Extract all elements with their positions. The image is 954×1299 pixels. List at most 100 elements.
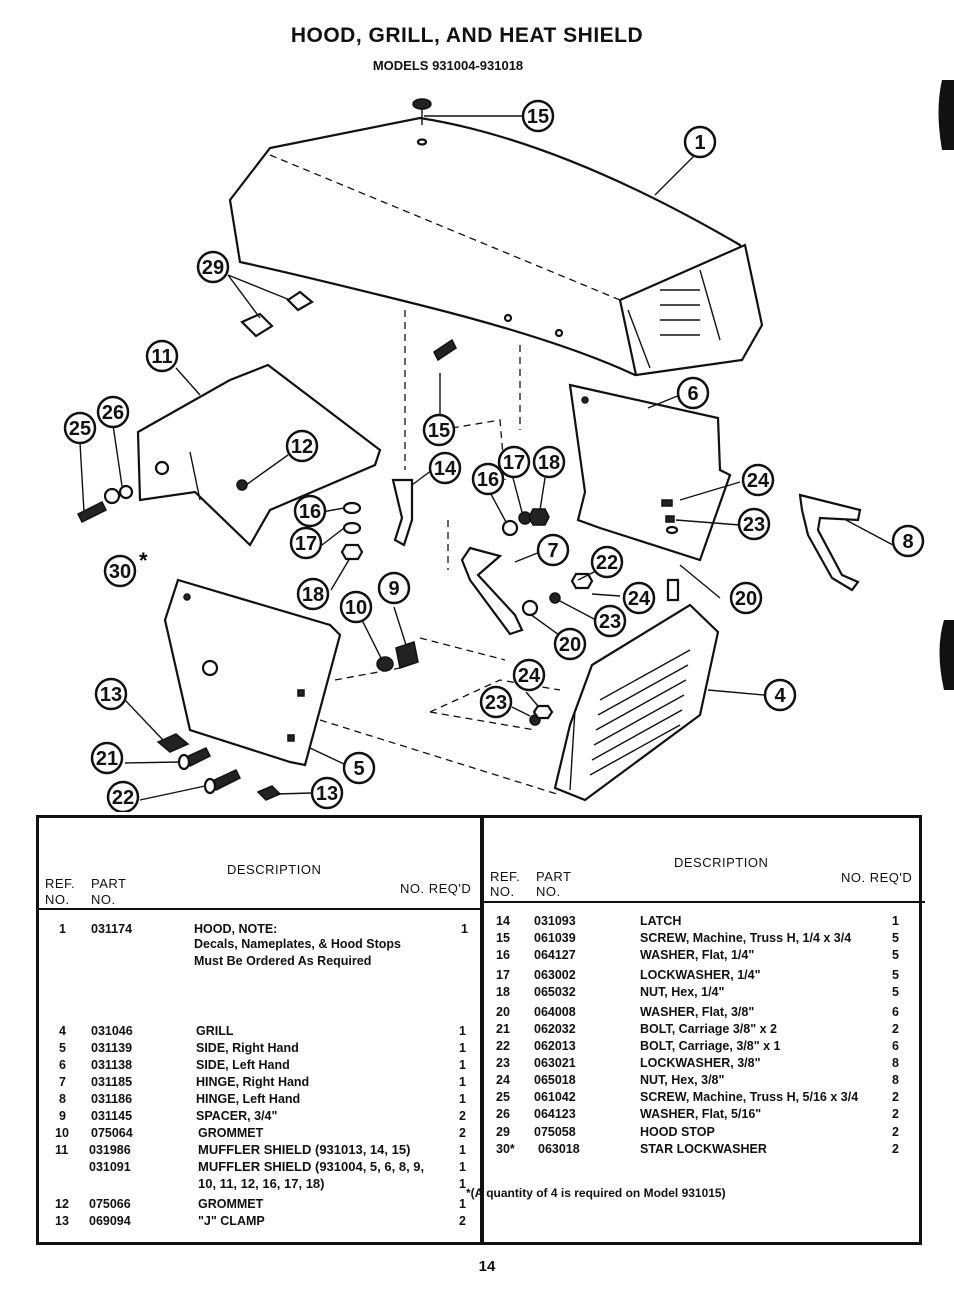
right-header-ref: REF. [490,869,521,884]
screw-part [76,500,108,524]
washer-part [118,484,134,500]
star-lockwasher-part [103,487,121,505]
callout-23c: 23 [479,685,513,719]
callout-18b: 18 [296,577,330,611]
leader-line [79,115,894,801]
page-number: 14 [478,1258,496,1275]
callout-15: 15 [521,99,555,133]
callout-21: 21 [90,741,124,775]
right-hinge-part [460,546,524,636]
callout-22: 22 [590,545,624,579]
svg-text:23: 23 [599,611,621,633]
carriage-bolt-head [203,777,217,795]
svg-text:18: 18 [302,584,324,606]
callout-24b: 24 [622,581,656,615]
svg-text:16: 16 [299,501,321,523]
svg-text:23: 23 [485,692,507,714]
right-header-rule [484,901,925,903]
callout-1: 1 [683,125,717,159]
right-header-qty: NO. REQ'D [841,870,913,885]
callout-13: 13 [94,677,128,711]
callout-23: 23 [737,507,771,541]
callout-17: 17 [497,445,531,479]
svg-text:15: 15 [527,106,549,128]
svg-text:26: 26 [102,402,124,424]
washer-part [501,519,519,537]
callout-25: 25 [63,411,97,445]
left-header-description: DESCRIPTION [227,862,322,877]
binder-hole-mark [938,80,954,150]
nut-part [528,508,550,526]
callout-15b: 15 [422,413,456,447]
left-hinge-part [798,493,862,592]
svg-text:20: 20 [559,634,581,656]
j-clamp-part [156,733,190,753]
svg-text:20: 20 [735,588,757,610]
hood-stop-part [286,290,314,312]
j-clamp-part [256,785,282,801]
svg-text:10: 10 [345,597,367,619]
binder-hole-mark [939,620,954,690]
svg-text:14: 14 [434,458,457,480]
svg-text:8: 8 [902,531,913,553]
left-header-ref-no: NO. [45,892,70,907]
svg-text:25: 25 [69,418,91,440]
left-header-part-no: NO. [91,892,116,907]
right-header-description: DESCRIPTION [674,855,769,870]
callout-7: 7 [536,533,570,567]
callout-5: 5 [342,751,376,785]
svg-text:13: 13 [100,684,122,706]
svg-text:1: 1 [694,132,705,154]
callout-16: 16 [471,462,505,496]
callout-30: 30 [103,554,137,588]
lockwasher-part [342,521,362,535]
left-header-qty: NO. REQ'D [400,881,472,896]
svg-text:17: 17 [503,452,525,474]
callout-13b: 13 [310,776,344,810]
svg-text:6: 6 [687,383,698,405]
svg-text:22: 22 [596,552,618,574]
latch-part [391,478,414,547]
nut-part [570,572,594,590]
callout-4: 4 [763,678,797,712]
table-footnote: *(A quantity of 4 is required on Model 9… [466,1186,726,1200]
washer-part [342,501,362,515]
svg-text:21: 21 [96,748,118,770]
svg-text:29: 29 [202,257,224,279]
washer-part [521,599,539,617]
left-side-part [568,383,732,562]
carriage-bolt-head [177,753,191,771]
callout-14: 14 [428,451,462,485]
callout-26: 26 [96,395,130,429]
svg-text:17: 17 [295,533,317,555]
svg-text:9: 9 [388,578,399,600]
models-subtitle: MODELS 931004-931018 [372,58,524,73]
svg-text:16: 16 [477,469,499,491]
svg-text:4: 4 [774,685,786,707]
right-side-part [163,578,342,767]
screw-part [412,98,432,146]
right-header-ref-no: NO. [490,884,515,899]
svg-text:5: 5 [353,758,364,780]
grill-part [553,603,720,802]
svg-text:18: 18 [538,452,560,474]
svg-text:23: 23 [743,514,765,536]
callout-24: 24 [741,463,775,497]
callout-23b: 23 [593,604,627,638]
callout-29: 29 [196,250,230,284]
svg-text:7: 7 [547,540,558,562]
svg-text:24: 24 [747,470,770,492]
callout-16b: 16 [293,494,327,528]
callout-18: 18 [532,445,566,479]
bolt-part [666,578,680,602]
callout-22b: 22 [106,780,140,812]
lockwasher-part [549,592,561,604]
right-header-part: PART [536,869,572,884]
callout-6: 6 [676,376,710,410]
callout-20: 20 [729,581,763,615]
nut-part [532,704,554,720]
left-header-part: PART [91,876,127,891]
svg-text:24: 24 [518,665,541,687]
